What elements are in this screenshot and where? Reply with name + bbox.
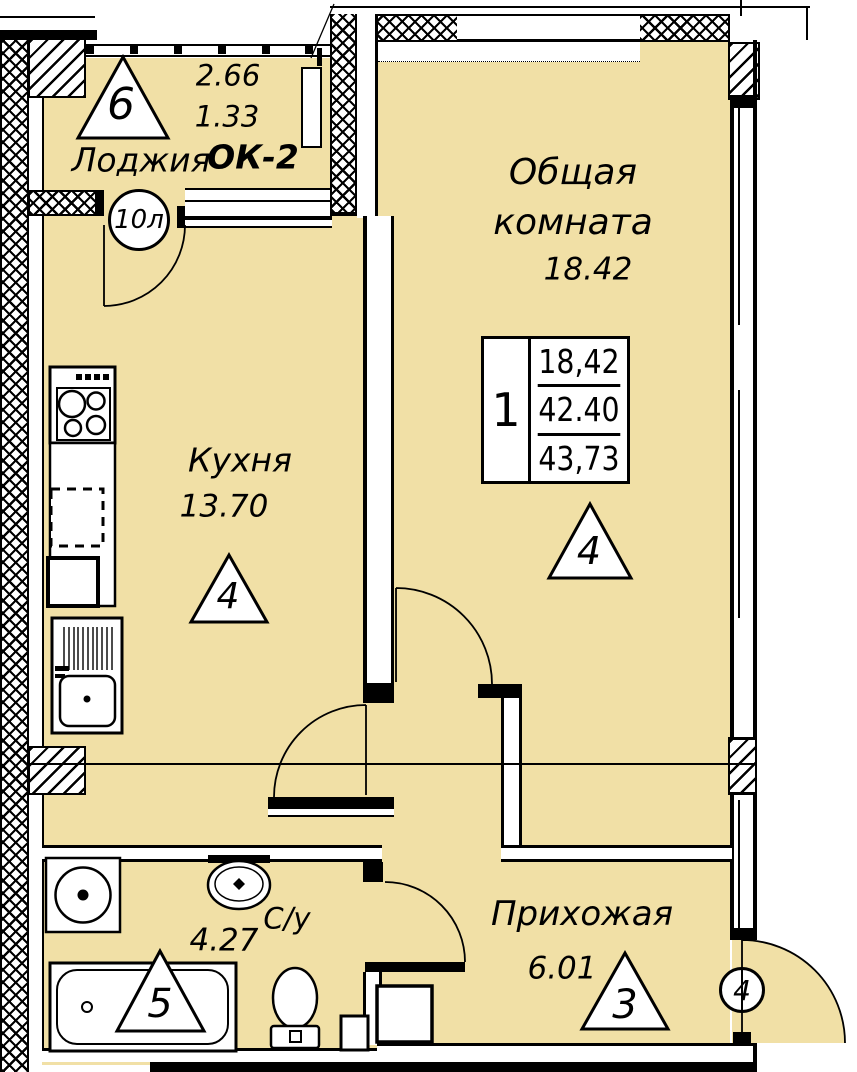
wall-loggia-living [330, 14, 357, 216]
kitchen-area: 13.70 [179, 488, 269, 525]
stamp-flat-number: 1 [484, 339, 531, 481]
door-jamb [363, 862, 383, 882]
wall-cap-top-left [0, 30, 97, 40]
living-room-label-line1: Общая [508, 152, 638, 193]
outer-wall-bottom [150, 1062, 757, 1072]
wall-bathroom-right-lower [363, 972, 382, 1045]
glazing-post-icon [305, 46, 313, 54]
wall-kitchen-living [363, 216, 394, 703]
kitchen-window-band [185, 188, 332, 228]
living-marker-number: 4 [576, 529, 602, 573]
window-wall-inner-line [730, 100, 734, 935]
wall-kitchen-hallway-stub [268, 797, 394, 809]
outer-wall-top-right-span [640, 14, 730, 42]
glazing-post-icon [218, 46, 226, 54]
living-room-area: 18.42 [543, 251, 633, 288]
hallway-area: 6.01 [527, 950, 597, 987]
wall-kitchen-bathroom [42, 845, 382, 862]
glazing-post-icon [86, 46, 94, 54]
stamp-total-area: 43,73 [538, 438, 620, 478]
line-top-left [0, 16, 95, 18]
hallway-room-label: Прихожая [490, 894, 674, 934]
window-wall-outer-line-bottom [753, 1043, 757, 1072]
kitchen-room-label: Кухня [188, 440, 292, 480]
wall-bathroom-hallway-stub [365, 962, 465, 972]
living-room-label-line2: комната [493, 202, 653, 243]
window-glass-line [738, 390, 740, 618]
loggia-dim-width: 2.66 [195, 58, 261, 93]
door-jamb [363, 683, 394, 703]
window-glass-line [738, 108, 740, 325]
wall-finish-strip-living [357, 14, 378, 218]
loggia-window-panel [301, 67, 322, 148]
outline-mid-tick [740, 0, 742, 16]
wall-living-hallway-horizontal [501, 845, 732, 862]
glazing-post-icon [130, 46, 138, 54]
window-sill-band [378, 42, 640, 62]
window-glass-line [738, 800, 740, 928]
window-wall-right [734, 100, 753, 935]
window-tick [317, 48, 322, 66]
kitchen-marker-number: 4 [216, 576, 240, 617]
window-jamb [730, 95, 757, 108]
hallway-marker-number: 3 [612, 982, 638, 1028]
loggia-glazing-line-top [85, 44, 332, 46]
wall-kitchen-hallway-face [268, 809, 394, 817]
door-jamb [95, 190, 104, 216]
loggia-window-mark: ОК-2 [207, 137, 299, 177]
outer-wall-left [0, 40, 29, 1072]
apartment-stamp-table: 1 18,42 42.40 43,73 [481, 336, 630, 484]
pier-left-middle [28, 746, 86, 795]
section-line [30, 763, 757, 765]
outline-top-thin [330, 6, 810, 8]
stamp-apartment-area: 42.40 [537, 384, 621, 436]
loggia-marker-number: 6 [107, 79, 135, 130]
wall-loggia-kitchen [28, 190, 97, 216]
entrance-door-mark-circle: 4 [719, 967, 765, 1013]
glazing-post-icon [262, 46, 270, 54]
window-jamb [730, 928, 757, 940]
door-jamb [177, 206, 187, 228]
wall-living-hallway-vertical [501, 684, 522, 847]
loggia-dim-depth: 1.33 [194, 99, 260, 134]
bathroom-room-label: С/у [263, 901, 311, 936]
loggia-glazing-line-bottom [85, 55, 332, 57]
loggia-room-label: Лоджия [71, 140, 211, 180]
door-jamb [478, 684, 506, 698]
outline-right-tick [806, 6, 808, 40]
glazing-post-icon [174, 46, 182, 54]
stamp-living-area: 18,42 [538, 342, 620, 382]
loggia-door-mark: 10л [114, 205, 164, 235]
pier-top-left [28, 38, 86, 98]
bathroom-area: 4.27 [189, 922, 259, 959]
wall-finish-strip-left [29, 98, 44, 1062]
bathroom-marker-number: 5 [147, 981, 173, 1027]
door-leaf-line [741, 970, 743, 1010]
entrance-door-mark: 4 [733, 973, 751, 1007]
pier-right-middle [728, 737, 757, 795]
loggia-door-mark-circle: 10л [108, 189, 170, 251]
bathroom-bottom-gap [42, 1051, 377, 1062]
window-wall-outer-line [753, 40, 757, 940]
outer-wall-top-lintel [457, 14, 640, 42]
hallway-bottom-band [377, 1043, 757, 1062]
